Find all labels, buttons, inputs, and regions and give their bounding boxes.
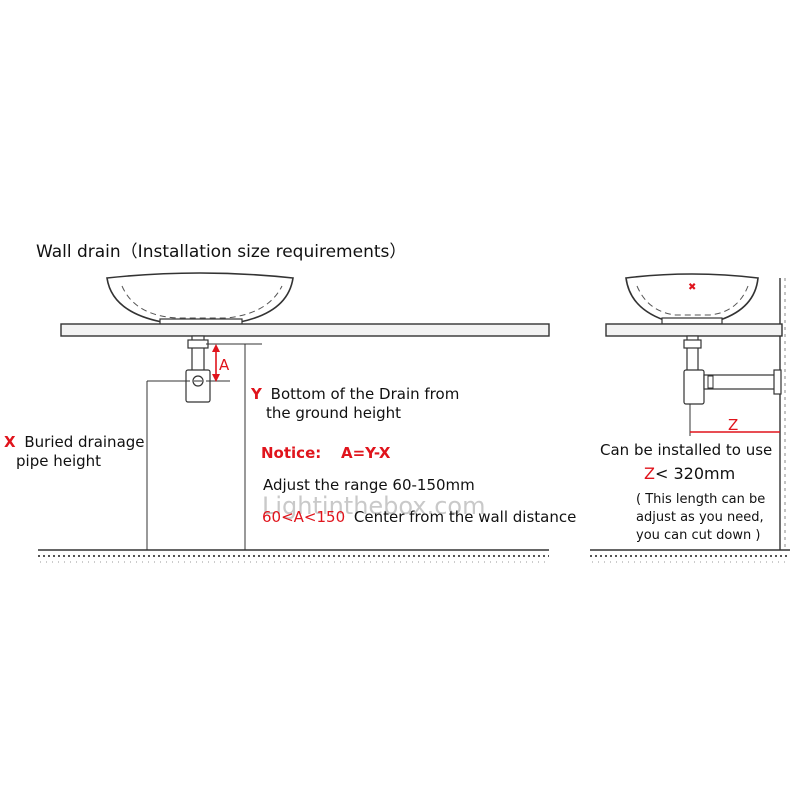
- drain-nut-right: [683, 339, 702, 349]
- diagram-title: Wall drain（Installation size requirement…: [36, 242, 406, 262]
- basin-inner-dash-left: [121, 285, 283, 319]
- range-text: 60<A<150 Center from the wall distance: [262, 508, 576, 526]
- x-description-line2: pipe height: [16, 452, 101, 470]
- can-install-text: Can be installed to use: [600, 441, 772, 459]
- label-a: A: [219, 356, 230, 374]
- drain-flange-right: [661, 317, 723, 325]
- notice-formula: A=Y-X: [341, 444, 391, 462]
- x-description-line1: X Buried drainage: [4, 433, 145, 451]
- note-line3: you can cut down ): [636, 528, 760, 543]
- adjust-range-text: Adjust the range 60-150mm: [263, 476, 475, 494]
- y-description-line1: Y Bottom of the Drain from: [250, 385, 459, 403]
- left-elevation: A: [38, 272, 550, 563]
- countertop-left: [60, 323, 550, 337]
- dimension-arrowhead-a-up: [212, 344, 220, 352]
- notice-label: Notice:: [261, 444, 321, 462]
- wall-flange: [773, 369, 782, 395]
- note-line2: adjust as you need,: [636, 510, 764, 525]
- drain-body-right: [683, 369, 705, 405]
- basin-marker-right: ✖: [688, 282, 696, 293]
- drain-nut-left: [187, 339, 209, 349]
- basin-bowl-right: [625, 273, 759, 321]
- note-line1: ( This length can be: [636, 492, 765, 507]
- z-limit-text: Z< 320mm: [644, 464, 735, 483]
- label-z: Z: [728, 416, 738, 434]
- basin-bowl-left: [106, 272, 294, 323]
- horizontal-pipe: [703, 374, 777, 390]
- countertop-right: [605, 323, 783, 337]
- dimension-arrowhead-a-down: [212, 374, 220, 382]
- y-description-line2: the ground height: [266, 404, 401, 422]
- right-elevation: ✖ Z: [590, 273, 790, 563]
- watermark: Lightinthebox.com: [262, 492, 485, 520]
